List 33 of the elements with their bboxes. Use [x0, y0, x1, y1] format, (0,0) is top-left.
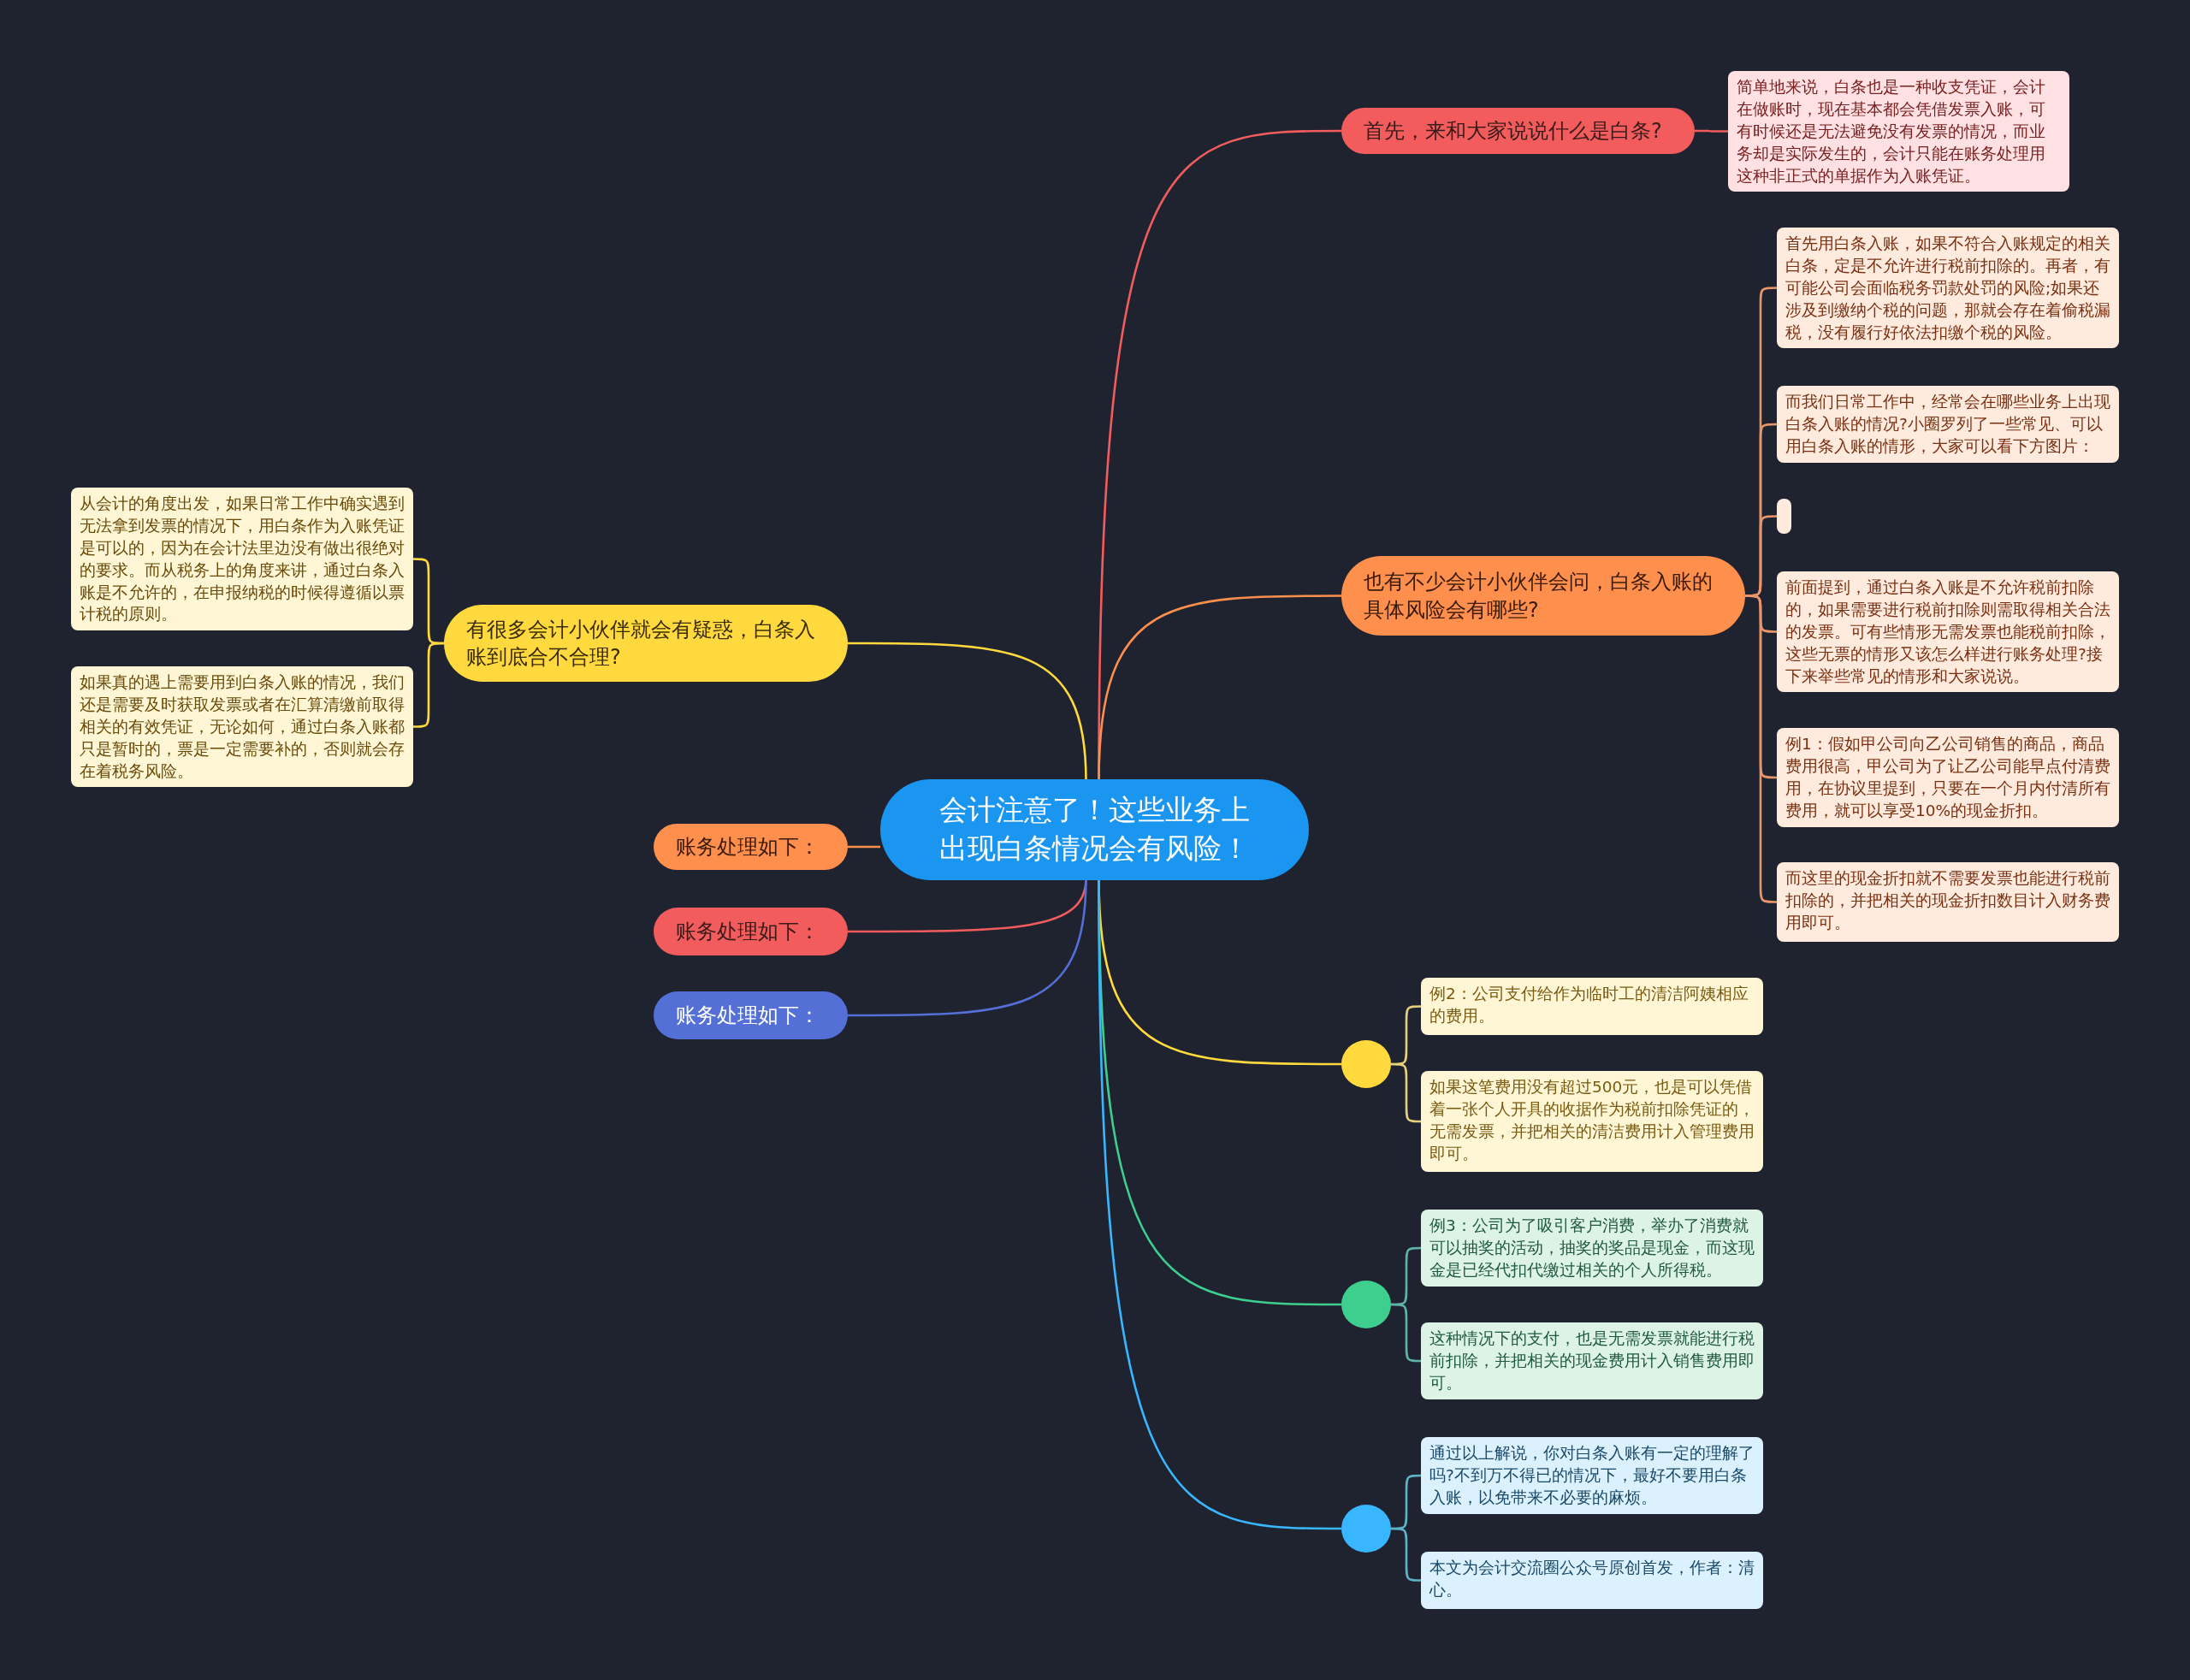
note-card: 如果真的遇上需要用到白条入账的情况，我们还是需要及时获取发票或者在汇算清缴前取得相关的有效凭证，无论如何，通过白条入账都只是暂时的，票是一定需要补的，否则就会存在着税务风险。 [71, 666, 413, 788]
branch-line [1098, 595, 1341, 782]
branch-line [848, 642, 1087, 782]
branch-line [848, 845, 880, 849]
note-card: 这种情况下的支付，也是无需发票就能进行税前扣除，并把相关的现金费用计入销售费用即可。 [1421, 1322, 1763, 1399]
note-card: 从会计的角度出发，如果日常工作中确实遇到无法拿到发票的情况下，用白条作为入账凭证是可以的，因为在会计法里边没有做出很绝对的要求。而从税务上的角度来讲，通过白条入账是不允许的，在申报纳税的时候得遵循以票计税的原则。 [71, 488, 413, 631]
note-card: 前面提到，通过白条入账是不允许税前扣除的，如果需要进行税前扣除则需取得相关合法的发票。可有些情形无需发票也能税前扣除，这些无票的情形又该怎么样进行账务处理?接下来举些常见的情形和大家说说。 [1777, 571, 2119, 693]
branch-line [1098, 878, 1341, 1530]
branch-dot [1341, 1505, 1391, 1553]
branch-dot [1341, 1040, 1391, 1088]
topic-pill: 账务处理如下： [654, 824, 848, 870]
note-card: 例3：公司为了吸引客户消费，举办了消费就可以抽奖的活动，抽奖的奖品是现金，而这现金是已经代扣代缴过相关的个人所得税。 [1421, 1210, 1763, 1287]
note-card: 简单地来说，白条也是一种收支凭证，会计在做账时，现在基本都会凭借发票入账，可有时候还是无法避免没有发票的情况，而业务却是实际发生的，会计只能在账务处理用这种非正式的单据作为入账凭证。 [1728, 71, 2069, 192]
branch-dot [1341, 1281, 1391, 1328]
note-card: 首先用白条入账，如果不符合入账规定的相关白条，定是不允许进行税前扣除的。再者，有可能公司会面临税务罚款处罚的风险;如果还涉及到缴纳个税的问题，那就会存在着偷税漏税，没有履行好依法扣缴个税的风险。 [1777, 228, 2119, 349]
topic-pill: 首先，来和大家说说什么是白条? [1341, 108, 1695, 154]
central-topic: 会计注意了！这些业务上出现白条情况会有风险！ [880, 779, 1309, 880]
topic-pill: 也有不少会计小伙伴会问，白条入账的具体风险会有哪些? [1341, 556, 1745, 636]
note-card: 通过以上解说，你对白条入账有一定的理解了吗?不到万不得已的情况下，最好不要用白条入账，以免带来不必要的麻烦。 [1421, 1437, 1763, 1514]
topic-pill: 账务处理如下： [654, 908, 848, 955]
note-card: 而我们日常工作中，经常会在哪些业务上出现白条入账的情况?小圈罗列了一些常见、可以用白条入账的情形，大家可以看下方图片： [1777, 386, 2119, 463]
branch-line [1745, 595, 1777, 903]
branch-line [1695, 129, 1728, 133]
note-card: 而这里的现金折扣就不需要发票也能进行税前扣除的，并把相关的现金折扣数目计入财务费用即可。 [1777, 862, 2119, 942]
branch-line [1391, 1303, 1421, 1363]
note-card: 例1：假如甲公司向乙公司销售的商品，商品费用很高，甲公司为了让乙公司能早点付清费用，在协议里提到，只要在一个月内付清所有费用，就可以享受10%的现金折扣。 [1777, 728, 2119, 827]
branch-line [848, 878, 1087, 1017]
note-card: 例2：公司支付给作为临时工的清洁阿姨相应的费用。 [1421, 978, 1763, 1035]
topic-pill: 有很多会计小伙伴就会有疑惑，白条入账到底合不合理? [444, 605, 848, 682]
topic-pill: 账务处理如下： [654, 991, 848, 1039]
note-card: 本文为会计交流圈公众号原创首发，作者：清心。 [1421, 1552, 1763, 1609]
empty-note-card [1777, 499, 1791, 534]
note-card: 如果这笔费用没有超过500元，也是可以凭借着一张个人开具的收据作为税前扣除凭证的，无需发票，并把相关的清洁费用计入管理费用即可。 [1421, 1071, 1763, 1172]
